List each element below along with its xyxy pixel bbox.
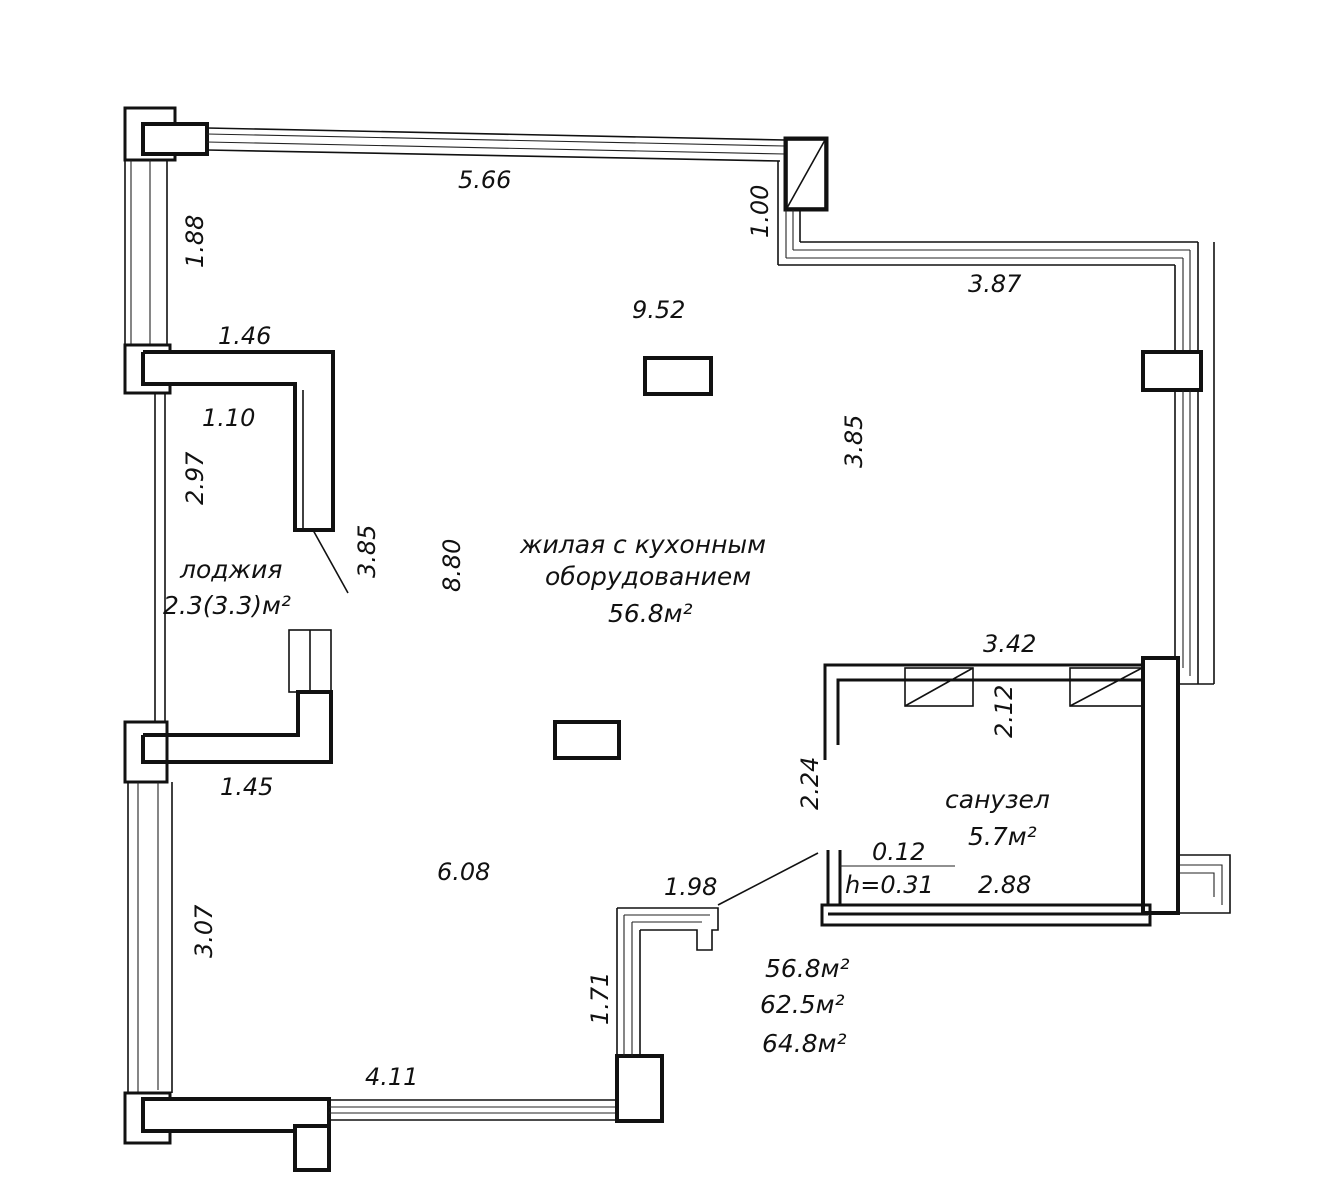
dim-1-98: 1.98 — [664, 873, 717, 901]
room-label-bathroom: санузел — [945, 785, 1050, 814]
room-area-loggia: 2.3(3.3)м² — [163, 591, 291, 620]
dim-0-12: 0.12 — [872, 838, 925, 866]
room-label-main-2: оборудованием — [545, 562, 751, 591]
dim-9-52: 9.52 — [632, 296, 685, 324]
dim-3-42: 3.42 — [983, 630, 1036, 658]
bathroom-walls — [820, 656, 1231, 927]
leader-line-threshold — [717, 852, 819, 906]
threshold-height: h=0.31 — [845, 871, 934, 899]
dim-6-08: 6.08 — [437, 858, 490, 886]
dim-1-00: 1.00 — [746, 185, 774, 238]
total-area-with-loggia: 64.8м² — [762, 1029, 847, 1058]
dim-5-66: 5.66 — [458, 166, 511, 194]
dim-2-88: 2.88 — [978, 871, 1031, 899]
dim-2-24: 2.24 — [796, 757, 824, 810]
dim-3-85-room: 3.85 — [840, 415, 868, 468]
dim-2-12: 2.12 — [990, 685, 1018, 738]
dim-4-11: 4.11 — [365, 1063, 418, 1091]
dim-3-87: 3.87 — [968, 270, 1022, 298]
dim-3-07: 3.07 — [190, 904, 218, 958]
bottom-wall — [141, 907, 719, 1172]
dim-1-71: 1.71 — [586, 972, 614, 1025]
dim-1-45: 1.45 — [220, 773, 273, 801]
dim-1-10: 1.10 — [202, 404, 255, 432]
right-wall — [1141, 242, 1215, 685]
loggia-walls — [123, 160, 335, 1145]
column-upper — [643, 356, 713, 396]
dim-3-85-loggia: 3.85 — [353, 525, 381, 578]
leader-line-loggia — [312, 529, 349, 594]
room-area-bathroom: 5.7м² — [968, 822, 1037, 851]
total-area: 62.5м² — [760, 990, 845, 1019]
column-lower — [553, 720, 621, 760]
dim-2-97: 2.97 — [181, 451, 209, 505]
room-label-loggia: лоджия — [179, 555, 282, 584]
dim-1-88: 1.88 — [181, 215, 209, 268]
room-area-main: 56.8м² — [608, 599, 693, 628]
total-living-area: 56.8м² — [765, 954, 850, 983]
dim-1-46: 1.46 — [218, 322, 271, 350]
top-wall — [123, 106, 1198, 266]
room-label-main-1: жилая с кухонным — [519, 530, 766, 559]
dim-8-80: 8.80 — [438, 539, 466, 592]
